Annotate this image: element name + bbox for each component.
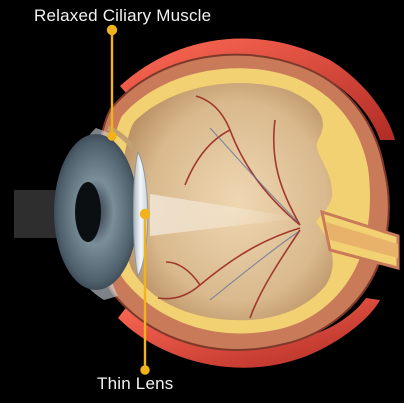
- ciliary-muscle-label: Relaxed Ciliary Muscle: [34, 6, 211, 26]
- thin-lens-label: Thin Lens: [97, 374, 173, 394]
- pupil: [75, 182, 101, 242]
